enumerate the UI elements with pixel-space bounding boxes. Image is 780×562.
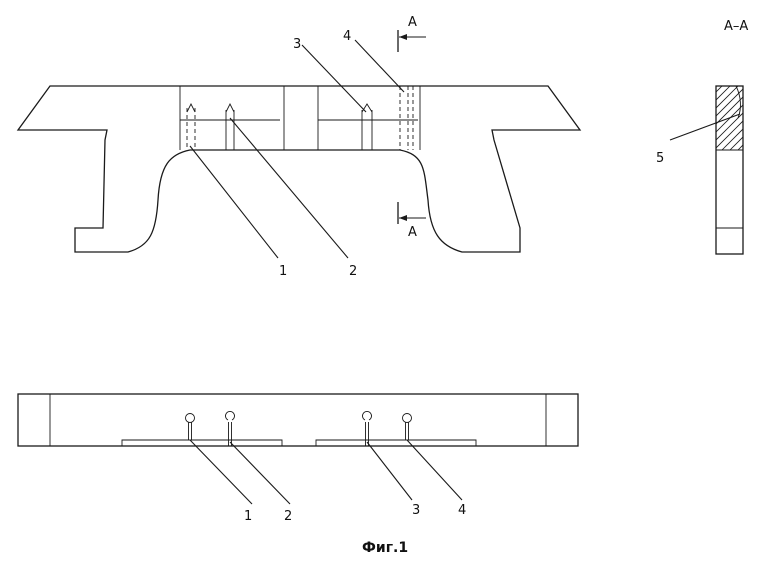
bottom-leader-4 bbox=[407, 440, 462, 500]
leader-line-3 bbox=[302, 45, 366, 112]
section-marker-top: А bbox=[398, 15, 426, 52]
hole-1 bbox=[187, 104, 195, 150]
pin-1 bbox=[186, 414, 195, 441]
bottom-callout-1: 1 bbox=[244, 509, 252, 524]
bottom-leader-2 bbox=[230, 442, 290, 504]
front-view: 1 2 3 4 bbox=[18, 29, 580, 279]
hole-3 bbox=[362, 104, 372, 150]
section-arrow-label-top: А bbox=[408, 15, 417, 30]
pin-3 bbox=[363, 411, 372, 446]
leader-line-4 bbox=[355, 40, 404, 92]
front-view-outline bbox=[18, 86, 580, 252]
section-outline bbox=[716, 86, 743, 254]
bottom-callout-3: 3 bbox=[412, 503, 420, 518]
section-title: А–А bbox=[724, 19, 748, 34]
section-view: А–А 5 bbox=[656, 19, 780, 254]
bottom-callout-4: 4 bbox=[458, 503, 466, 518]
bottom-view-outline bbox=[18, 394, 578, 446]
section-arrow-label-bottom: А bbox=[408, 225, 417, 240]
bottom-leader-3 bbox=[367, 442, 412, 500]
section-hatching bbox=[700, 84, 780, 156]
channel-right bbox=[316, 440, 476, 446]
leader-line-2 bbox=[230, 118, 348, 258]
callout-5: 5 bbox=[656, 151, 664, 166]
channel-left bbox=[122, 440, 282, 446]
pin-2 bbox=[226, 411, 235, 446]
callout-3: 3 bbox=[293, 37, 301, 52]
pin-4 bbox=[403, 414, 412, 441]
callout-2: 2 bbox=[349, 264, 357, 279]
bottom-view: 1 2 3 4 bbox=[18, 394, 578, 524]
callout-4: 4 bbox=[343, 29, 351, 44]
bottom-callout-2: 2 bbox=[284, 509, 292, 524]
hole-2 bbox=[226, 104, 234, 150]
figure-caption: Фиг.1 bbox=[362, 540, 408, 556]
bottom-leader-1 bbox=[190, 440, 252, 504]
leader-line-1 bbox=[190, 146, 278, 258]
hole-4 bbox=[400, 86, 413, 150]
callout-1: 1 bbox=[279, 264, 287, 279]
section-marker-bottom: А bbox=[398, 202, 426, 240]
